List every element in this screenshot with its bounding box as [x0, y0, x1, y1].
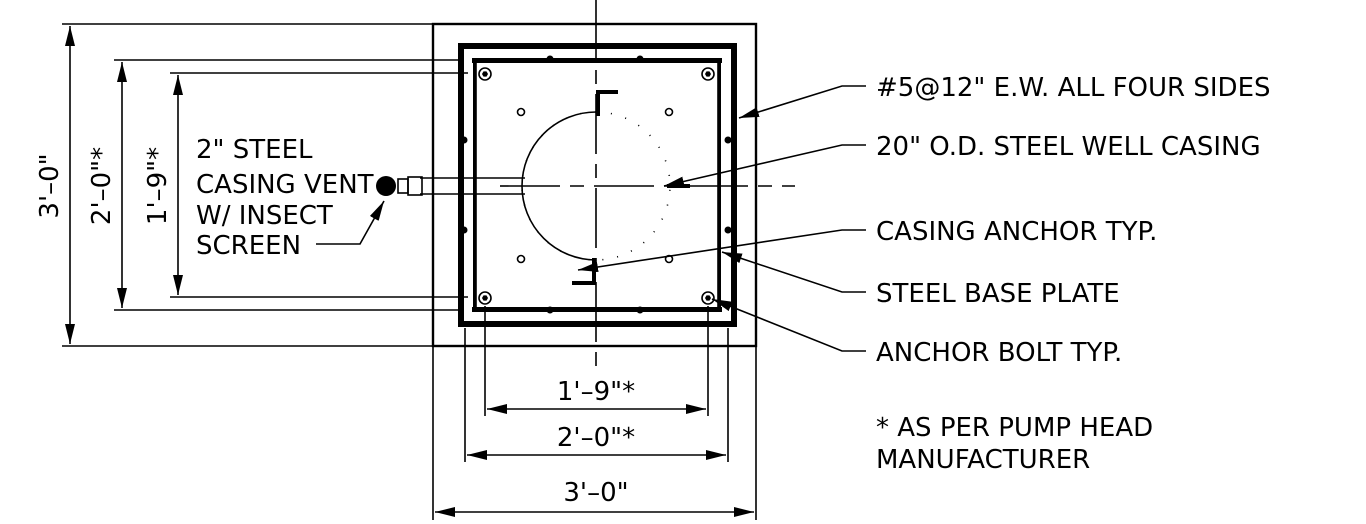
callout-casing-anchor: CASING ANCHOR TYP. — [876, 217, 1157, 247]
concrete-pad-outline — [431, 22, 758, 348]
dim-bottom-outer: 3'–0" — [563, 478, 628, 508]
rebar-dots — [460, 55, 732, 314]
dim-left-middle: 2'–0"* — [87, 147, 117, 225]
left-callout-line-2: CASING VENT — [196, 170, 374, 200]
callout-rebar: #5@12" E.W. ALL FOUR SIDES — [876, 73, 1271, 103]
anchor-bolts — [478, 67, 715, 305]
left-callout-line-3: W/ INSECT — [196, 201, 333, 231]
note-line-2: MANUFACTURER — [876, 445, 1090, 475]
casing-vent-callout: 2" STEEL CASING VENT W/ INSECT SCREEN — [196, 135, 385, 261]
rebar-cage — [458, 43, 737, 327]
callout-base-plate: STEEL BASE PLATE — [876, 279, 1120, 309]
casing-vent — [376, 176, 525, 196]
dim-bottom-middle: 2'–0"* — [557, 423, 635, 453]
casing-anchors — [572, 90, 690, 285]
note-line-1: * AS PER PUMP HEAD — [876, 413, 1153, 443]
bottom-dimensions — [432, 306, 757, 520]
left-callout-line-1: 2" STEEL — [196, 135, 313, 165]
callout-anchor-bolt: ANCHOR BOLT TYP. — [876, 338, 1122, 368]
right-callouts — [577, 85, 866, 352]
dim-bottom-inner: 1'–9"* — [557, 377, 635, 407]
left-dimensions — [62, 23, 468, 347]
dim-left-outer: 3'–0" — [35, 153, 65, 218]
dim-left-inner: 1'–9"* — [143, 147, 173, 225]
callout-well-casing: 20" O.D. STEEL WELL CASING — [876, 132, 1261, 162]
steel-base-plate — [475, 61, 719, 309]
left-callout-line-4: SCREEN — [196, 231, 301, 261]
plate-holes — [516, 107, 674, 264]
